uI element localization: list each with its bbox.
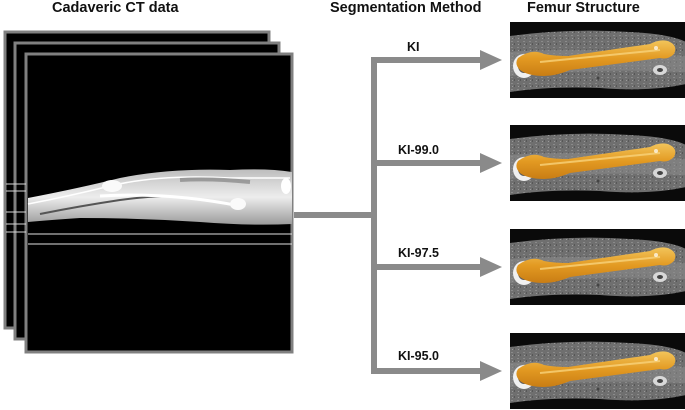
- method-label-ki: KI: [407, 40, 420, 54]
- femur-image-ki: [509, 21, 685, 99]
- arrow-ki-99: [374, 153, 502, 173]
- femur-structure-heading: Femur Structure: [527, 0, 640, 16]
- connector-vertical: [371, 57, 377, 374]
- femur-image-ki-97-5: [509, 228, 685, 306]
- femur-image-ki-99: [509, 124, 685, 202]
- method-label-ki-95: KI-95.0: [398, 349, 439, 363]
- arrow-ki: [374, 50, 502, 70]
- method-label-ki-97-5: KI-97.5: [398, 246, 439, 260]
- method-label-ki-99: KI-99.0: [398, 143, 439, 157]
- ct-slice-edge-lines: [6, 183, 26, 233]
- arrow-ki-97-5: [374, 257, 502, 277]
- arrow-ki-95: [374, 361, 502, 381]
- ct-data-heading: Cadaveric CT data: [52, 0, 179, 16]
- connector-lines: [294, 50, 502, 381]
- connector-trunk: [294, 212, 374, 218]
- femur-image-ki-95: [509, 332, 685, 410]
- segmentation-method-heading: Segmentation Method: [330, 0, 482, 16]
- ct-slice-stack: [3, 30, 294, 354]
- ct-limb-scan: [27, 169, 292, 225]
- ct-table-lines: [28, 233, 292, 245]
